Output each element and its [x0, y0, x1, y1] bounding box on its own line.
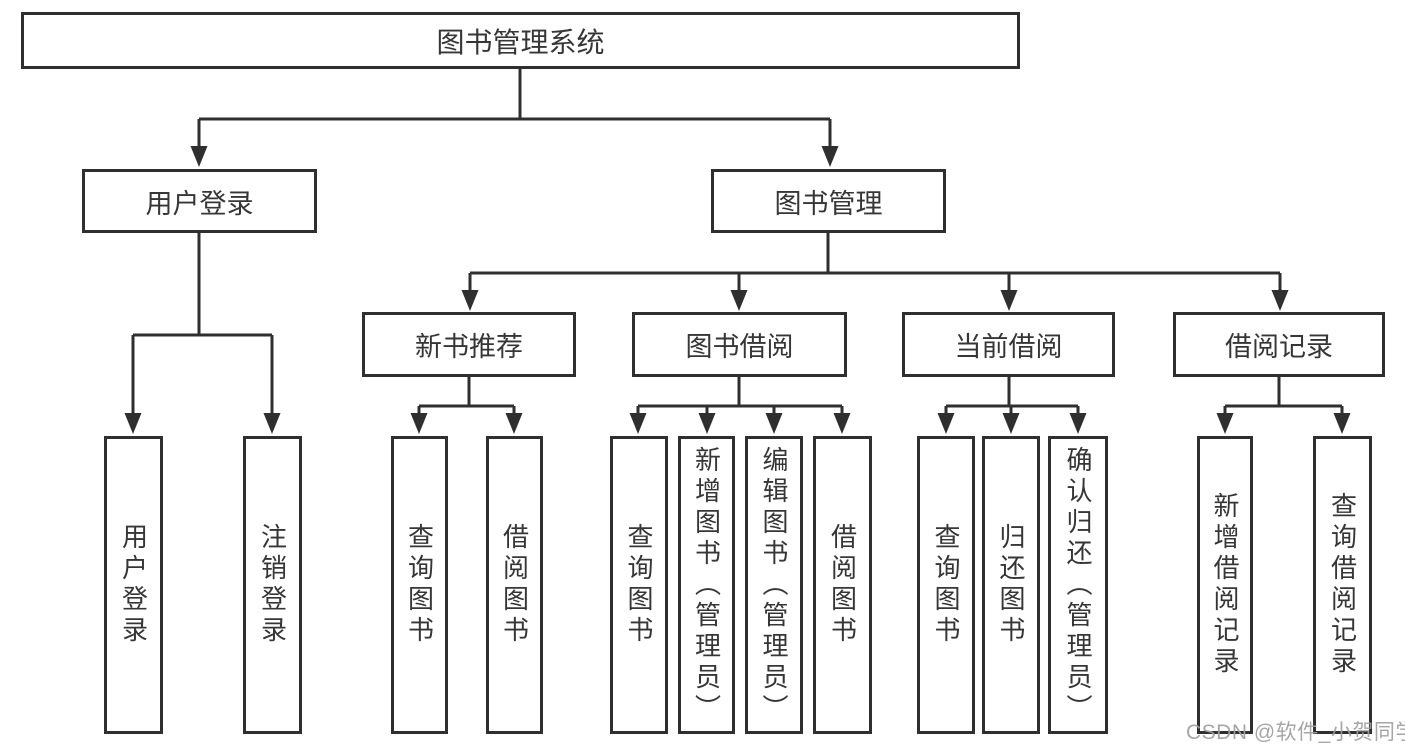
leaf-confirm-return-admin: 确认归还（管理员）: [1048, 436, 1108, 734]
trunk-current-borrow-children: [944, 377, 1080, 416]
node-label: 借阅记录: [1225, 332, 1333, 362]
node-book-borrowing: 图书借阅: [632, 312, 847, 377]
node-label: 查询图书: [624, 523, 654, 647]
node-label: 查询图书: [404, 523, 435, 647]
node-label: 新增借阅记录: [1210, 492, 1240, 678]
leaf-return-books: 归还图书: [982, 436, 1040, 734]
node-label: 借阅图书: [827, 523, 858, 647]
trunk-new-book-children: [417, 377, 516, 416]
node-label: 新书推荐: [415, 332, 523, 362]
node-label: 图书管理系统: [436, 26, 605, 58]
node-label: 查询图书: [931, 523, 961, 647]
node-label: 用户登录: [118, 523, 149, 647]
leaf-add-books-admin: 新增图书（管理员）: [678, 436, 735, 734]
leaf-query-borrow-record: 查询借阅记录: [1313, 436, 1372, 734]
node-label: 借阅图书: [499, 523, 530, 647]
node-label: 编辑图书（管理员）: [759, 445, 789, 725]
node-borrowing-records: 借阅记录: [1173, 312, 1385, 377]
leaf-borrow-books-borrowing: 借阅图书: [813, 436, 872, 734]
node-label: 用户登录: [145, 188, 254, 219]
leaf-add-borrow-record: 新增借阅记录: [1197, 436, 1253, 734]
leaf-query-books-recommend: 查询图书: [391, 436, 448, 734]
leaf-logout: 注销登录: [243, 436, 302, 734]
node-book-management: 图书管理: [711, 169, 946, 233]
arrowheads: [124, 146, 1351, 434]
leaf-edit-books-admin: 编辑图书（管理员）: [745, 436, 803, 734]
trunk-book-borrow-children: [636, 377, 844, 416]
watermark: CSDN @软件_小贺同学: [1186, 721, 1405, 744]
node-label: 图书管理: [774, 188, 883, 219]
node-label: 注销登录: [257, 523, 288, 647]
node-label: 图书借阅: [685, 332, 794, 362]
trunk-borrow-record-children: [1223, 377, 1344, 416]
leaf-query-books-borrowing: 查询图书: [610, 436, 668, 734]
trunk-book-management-children: [468, 233, 1282, 293]
node-library-management-system: 图书管理系统: [21, 12, 1020, 69]
trunk-user-login-children: [131, 233, 274, 416]
leaf-borrow-books-recommend: 借阅图书: [486, 436, 543, 734]
node-label: 当前借阅: [954, 332, 1063, 362]
node-label: 归还图书: [996, 523, 1026, 647]
trunk-root-to-level2: [197, 69, 832, 149]
leaf-user-login: 用户登录: [104, 436, 163, 734]
node-new-book-recommendation: 新书推荐: [362, 312, 576, 377]
node-label: 查询借阅记录: [1327, 492, 1358, 678]
node-label: 新增图书（管理员）: [691, 445, 722, 725]
node-label: 确认归还（管理员）: [1063, 445, 1093, 725]
node-user-login: 用户登录: [82, 169, 317, 233]
leaf-query-books-current: 查询图书: [917, 436, 975, 734]
node-current-borrowing: 当前借阅: [902, 312, 1115, 377]
